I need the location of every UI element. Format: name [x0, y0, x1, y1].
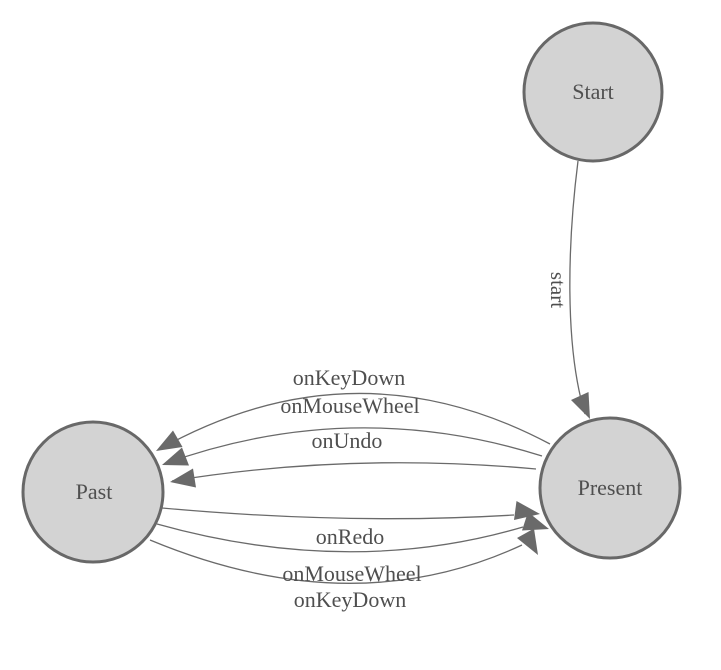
state-node-past: Past [21, 420, 165, 564]
edge-start-to-present [569, 160, 586, 415]
node-label-start: Start [572, 79, 614, 104]
edge-label-onmousewheel-top: onMouseWheel [280, 393, 419, 418]
edge-label-onmousewheel-bottom: onMouseWheel [282, 561, 421, 586]
edge-past-to-present-onredo [161, 507, 515, 520]
arrowhead-icon [517, 528, 538, 555]
edge-present-to-past-onmousewheel [163, 427, 543, 465]
transition-edges [149, 160, 586, 584]
arrowhead-icon [162, 447, 189, 466]
arrowhead-icon [522, 512, 549, 531]
node-label-present: Present [578, 475, 643, 500]
node-label-past: Past [76, 479, 113, 504]
state-node-past-circle[interactable] [21, 420, 165, 564]
edge-label-onkeydown-top: onKeyDown [293, 365, 405, 390]
arrowhead-icon [571, 392, 590, 419]
state-node-start: Start [522, 21, 664, 163]
edge-present-to-past-onkeydown [157, 392, 551, 451]
edge-label-onredo: onRedo [316, 524, 384, 549]
arrowhead-icon [514, 501, 540, 520]
edge-label-onundo: onUndo [312, 428, 383, 453]
arrowheads [156, 392, 590, 555]
arrowhead-icon [156, 430, 183, 451]
state-node-present-circle[interactable] [538, 416, 682, 560]
edge-present-to-past-onundo [171, 462, 537, 482]
state-node-start-circle[interactable] [522, 21, 664, 163]
arrowhead-icon [170, 468, 196, 488]
edge-label-onkeydown-bottom: onKeyDown [294, 587, 406, 612]
edge-label-start: start [546, 272, 570, 308]
state-node-present: Present [538, 416, 682, 560]
edge-past-to-present-onmousewheel [156, 523, 524, 553]
edge-labels: start onKeyDown onMouseWheel onUndo onRe… [280, 272, 570, 612]
edge-past-to-present-onkeydown [149, 539, 523, 584]
